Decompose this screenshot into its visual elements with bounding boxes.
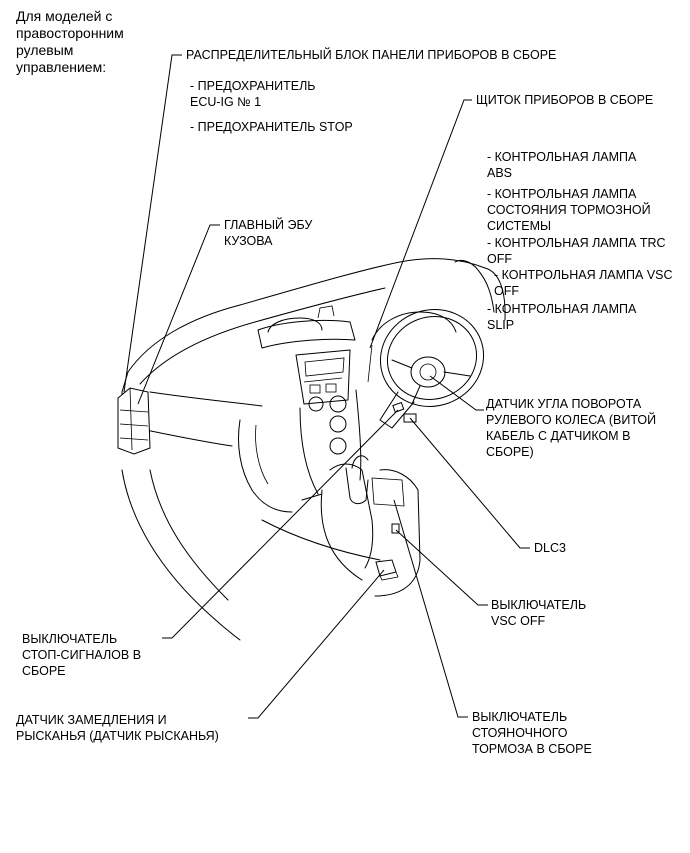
label-steering-sensor: ДАТЧИК УГЛА ПОВОРОТА РУЛЕВОГО КОЛЕСА (ВИ… (486, 397, 657, 459)
label-stop-light-switch: ВЫКЛЮЧАТЕЛЬ СТОП-СИГНАЛОВ В СБОРЕ (22, 632, 142, 678)
console (301, 455, 421, 597)
label-lamp-abs: - КОНТРОЛЬНАЯ ЛАМПА ABS (487, 150, 637, 180)
dashboard-outline (121, 258, 506, 641)
label-fuse-ecu-ig: - ПРЕДОХРАНИТЕЛЬ ECU-IG № 1 (190, 79, 316, 109)
label-parking-brake-switch: ВЫКЛЮЧАТЕЛЬ СТОЯНОЧНОГО ТОРМОЗА В СБОРЕ (472, 710, 592, 756)
leader-junction-block (123, 54, 182, 393)
label-dlc3: DLC3 (534, 541, 566, 555)
label-lamp-trc: - КОНТРОЛЬНАЯ ЛАМПА TRC OFF (487, 236, 666, 266)
label-lamp-vsc: - КОНТРОЛЬНАЯ ЛАМПА VSC OFF (494, 268, 673, 298)
label-lamp-brake: - КОНТРОЛЬНАЯ ЛАМПА СОСТОЯНИЯ ТОРМОЗНОЙ … (487, 187, 651, 233)
leader-dlc3 (409, 417, 530, 549)
junction-block (117, 387, 151, 455)
leader-stop-light (162, 409, 399, 639)
leader-vsc-off (395, 529, 488, 606)
label-junction-block: РАСПРЕДЕЛИТЕЛЬНЫЙ БЛОК ПАНЕЛИ ПРИБОРОВ В… (186, 48, 557, 62)
label-lamp-slip: - КОНТРОЛЬНАЯ ЛАМПА SLIP (487, 302, 637, 332)
leader-yaw-rate (248, 569, 385, 719)
leader-lines (123, 54, 530, 719)
stop-light-switch (392, 401, 405, 413)
center-stack (257, 305, 362, 495)
label-fuse-stop: - ПРЕДОХРАНИТЕЛЬ STOP (190, 120, 353, 134)
leader-combination-meter (369, 99, 472, 349)
label-vsc-off-switch: ВЫКЛЮЧАТЕЛЬ VSC OFF (491, 598, 587, 628)
leader-main-body-ecu (137, 224, 220, 405)
leader-parking-brake (393, 499, 468, 718)
yaw-rate-sensor (375, 559, 397, 577)
label-yaw-rate-sensor: ДАТЧИК ЗАМЕДЛЕНИЯ И РЫСКАНЬЯ (ДАТЧИК РЫС… (16, 713, 219, 743)
label-main-body-ecu: ГЛАВНЫЙ ЭБУ КУЗОВА (224, 218, 313, 248)
leader-steering-sensor (429, 375, 484, 411)
vsc-off-switch (391, 523, 400, 534)
label-combination-meter: ЩИТОК ПРИБОРОВ В СБОРЕ (476, 93, 654, 107)
rhd-note: Для моделей с правосторонним рулевым упр… (16, 8, 124, 75)
steering-wheel (367, 309, 485, 429)
